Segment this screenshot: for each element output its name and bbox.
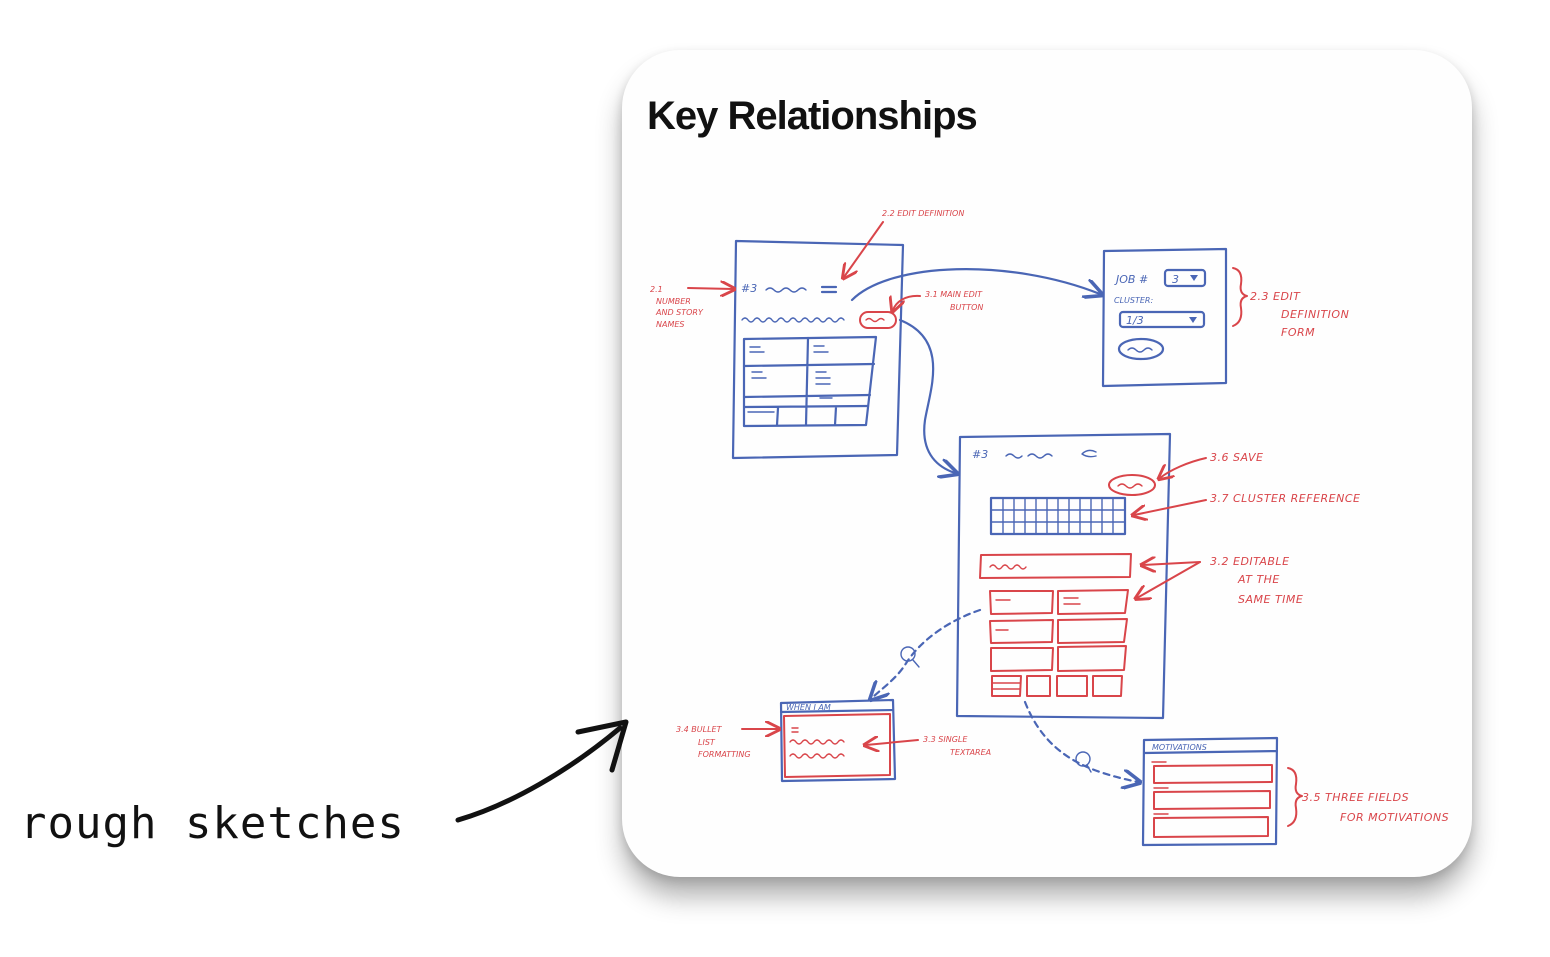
rough-sketches-label: rough sketches [20,798,405,849]
svg-text:DEFINITION: DEFINITION [1281,308,1349,321]
svg-text:FORMATTING: FORMATTING [698,750,751,759]
annotation-2-3: 2.3 EDIT DEFINITION FORM [1250,290,1349,339]
svg-text:2.3 EDIT: 2.3 EDIT [1250,290,1301,303]
svg-text:FORM: FORM [1281,326,1315,339]
key-relationships-sketch: #3 JOB # 3 CLUSTER: 1/3 [650,209,1449,847]
svg-text:3.5 THREE FIELDS: 3.5 THREE FIELDS [1302,791,1409,804]
svg-text:SAME TIME: SAME TIME [1238,593,1303,606]
annotation-3-6: 3.6 SAVE [1160,451,1263,478]
edit-screen-sketch: #3 [955,432,1172,720]
flow-connectors [850,268,1138,782]
svg-text:TEXTAREA: TEXTAREA [950,748,991,757]
svg-text:AND STORY: AND STORY [655,308,704,317]
annotation-3-7: 3.7 CLUSTER REFERENCE [1134,492,1360,515]
when-title: WHEN I AM [786,703,831,712]
svg-text:AT THE: AT THE [1237,573,1280,586]
svg-text:3.4 BULLET: 3.4 BULLET [676,725,723,734]
story-card-sketch: #3 [731,239,905,460]
job-label: JOB # [1114,273,1148,286]
annotation-3-2: 3.2 EDITABLE AT THE SAME TIME [1137,555,1303,606]
svg-text:3.1 MAIN EDIT: 3.1 MAIN EDIT [925,290,983,299]
annotation-3-5: 3.5 THREE FIELDS FOR MOTIVATIONS [1302,791,1449,824]
motivations-title: MOTIVATIONS [1152,743,1207,752]
svg-text:2.1: 2.1 [650,285,663,294]
svg-text:3.3 SINGLE: 3.3 SINGLE [923,735,968,744]
cluster-value: 1/3 [1126,314,1144,327]
svg-text:NUMBER: NUMBER [656,297,691,306]
slide-card: Key Relationships #3 JOB # [622,50,1472,877]
motivations-sketch: MOTIVATIONS [1141,736,1303,847]
cluster-label: CLUSTER: [1114,296,1153,305]
edit-story-number: #3 [972,448,988,461]
edit-definition-form-sketch: JOB # 3 CLUSTER: 1/3 [1101,247,1248,388]
svg-text:3.2 EDITABLE: 3.2 EDITABLE [1210,555,1290,568]
annotation-3-3: 3.3 SINGLE TEXTAREA [866,735,991,757]
svg-text:3.6 SAVE: 3.6 SAVE [1210,451,1263,464]
annotation-2-1: 2.1 NUMBER AND STORY NAMES [650,285,733,329]
annotation-3-4: 3.4 BULLET LIST FORMATTING [676,725,778,759]
slide-title: Key Relationships [647,94,978,138]
callout-arrow [455,719,629,823]
svg-text:LIST: LIST [698,738,716,747]
story-number-text: #3 [741,282,757,295]
svg-text:3.7 CLUSTER REFERENCE: 3.7 CLUSTER REFERENCE [1210,492,1360,505]
when-i-am-sketch: WHEN I AM [779,698,897,783]
svg-text:BUTTON: BUTTON [950,303,983,312]
svg-text:NAMES: NAMES [656,320,685,329]
annotation-3-1: 3.1 MAIN EDIT BUTTON [893,290,983,312]
svg-text:FOR MOTIVATIONS: FOR MOTIVATIONS [1340,811,1449,824]
job-value: 3 [1172,273,1179,286]
annotation-2-2: 2.2 EDIT DEFINITION [844,209,964,277]
svg-text:2.2 EDIT DEFINITION: 2.2 EDIT DEFINITION [882,209,964,218]
